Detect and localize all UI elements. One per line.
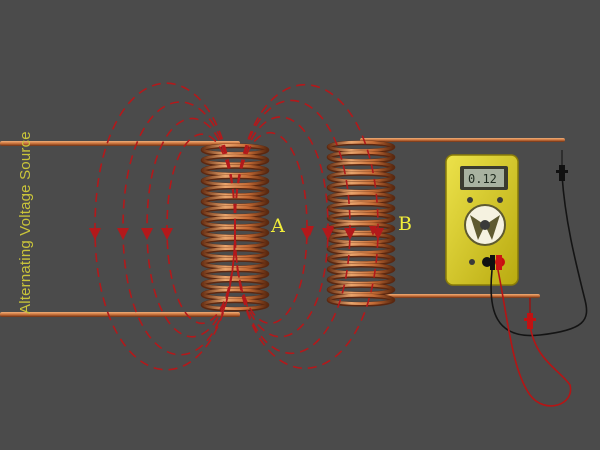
field-line-arrow-icon	[306, 226, 314, 236]
probe-leads	[490, 174, 588, 407]
coil-turn-highlight	[327, 191, 395, 203]
coil-turn-highlight	[327, 151, 395, 163]
red-lead	[497, 269, 572, 407]
supply-wires	[0, 138, 565, 317]
coil-turn-highlight	[327, 263, 395, 275]
field-line-arrow-icon	[117, 228, 129, 240]
field-line-arrow-icon	[89, 228, 101, 240]
coil-turn-highlight	[201, 298, 269, 310]
secondary-coil-b	[326, 140, 396, 307]
field-line	[122, 101, 236, 356]
coil-b-label: B	[398, 213, 412, 235]
coil-turn-highlight	[201, 267, 269, 279]
primary-coil-a	[200, 143, 270, 312]
coil-b-wire-top	[360, 138, 565, 142]
field-arrows	[89, 226, 384, 240]
coil-turn-highlight	[327, 171, 395, 183]
field-line-arrow-icon	[369, 226, 377, 236]
supply-wire-bottom	[0, 312, 240, 317]
coil-turn-highlight	[327, 283, 395, 295]
coil-turn-highlight	[201, 143, 269, 155]
coil-turn-highlight	[201, 185, 269, 197]
coil-turn-highlight	[201, 288, 269, 300]
field-line-arrow-icon	[326, 226, 334, 236]
coil-turn-highlight	[201, 154, 269, 166]
coil-turn-highlight	[327, 161, 395, 173]
coil-turn-highlight	[327, 212, 395, 224]
field-line-arrow-icon	[344, 228, 356, 240]
coil-turn-highlight	[327, 232, 395, 244]
field-line-arrow-icon	[141, 228, 153, 240]
coil-turn-highlight	[327, 202, 395, 214]
coil-turn-highlight	[201, 257, 269, 269]
supply-wire-top	[0, 141, 240, 146]
coil-turn-highlight	[201, 164, 269, 176]
coil-turn-highlight	[327, 273, 395, 285]
multimeter-icon[interactable]: 0.12	[445, 154, 519, 286]
coil-turn-highlight	[327, 253, 395, 265]
coil-turn-highlight	[201, 174, 269, 186]
source-label: Alternating Voltage Source	[17, 131, 34, 314]
coil-turn-highlight	[327, 242, 395, 254]
field-line	[146, 117, 236, 338]
coil-turn-highlight	[201, 278, 269, 290]
meter-reading: 0.12	[468, 172, 497, 186]
coil-b-wire-bottom	[375, 294, 540, 298]
black-lead	[490, 174, 588, 337]
com-jack[interactable]	[482, 257, 492, 267]
probe-black-icon[interactable]	[556, 150, 568, 181]
probe-red-icon[interactable]	[524, 298, 536, 329]
coil-a-label: A	[270, 215, 285, 237]
field-line-arrow-icon	[161, 228, 173, 240]
coil-turn-highlight	[327, 140, 395, 152]
lcd-display	[464, 169, 504, 187]
coil-turn-highlight	[327, 181, 395, 193]
coil-turn-highlight	[327, 293, 395, 305]
